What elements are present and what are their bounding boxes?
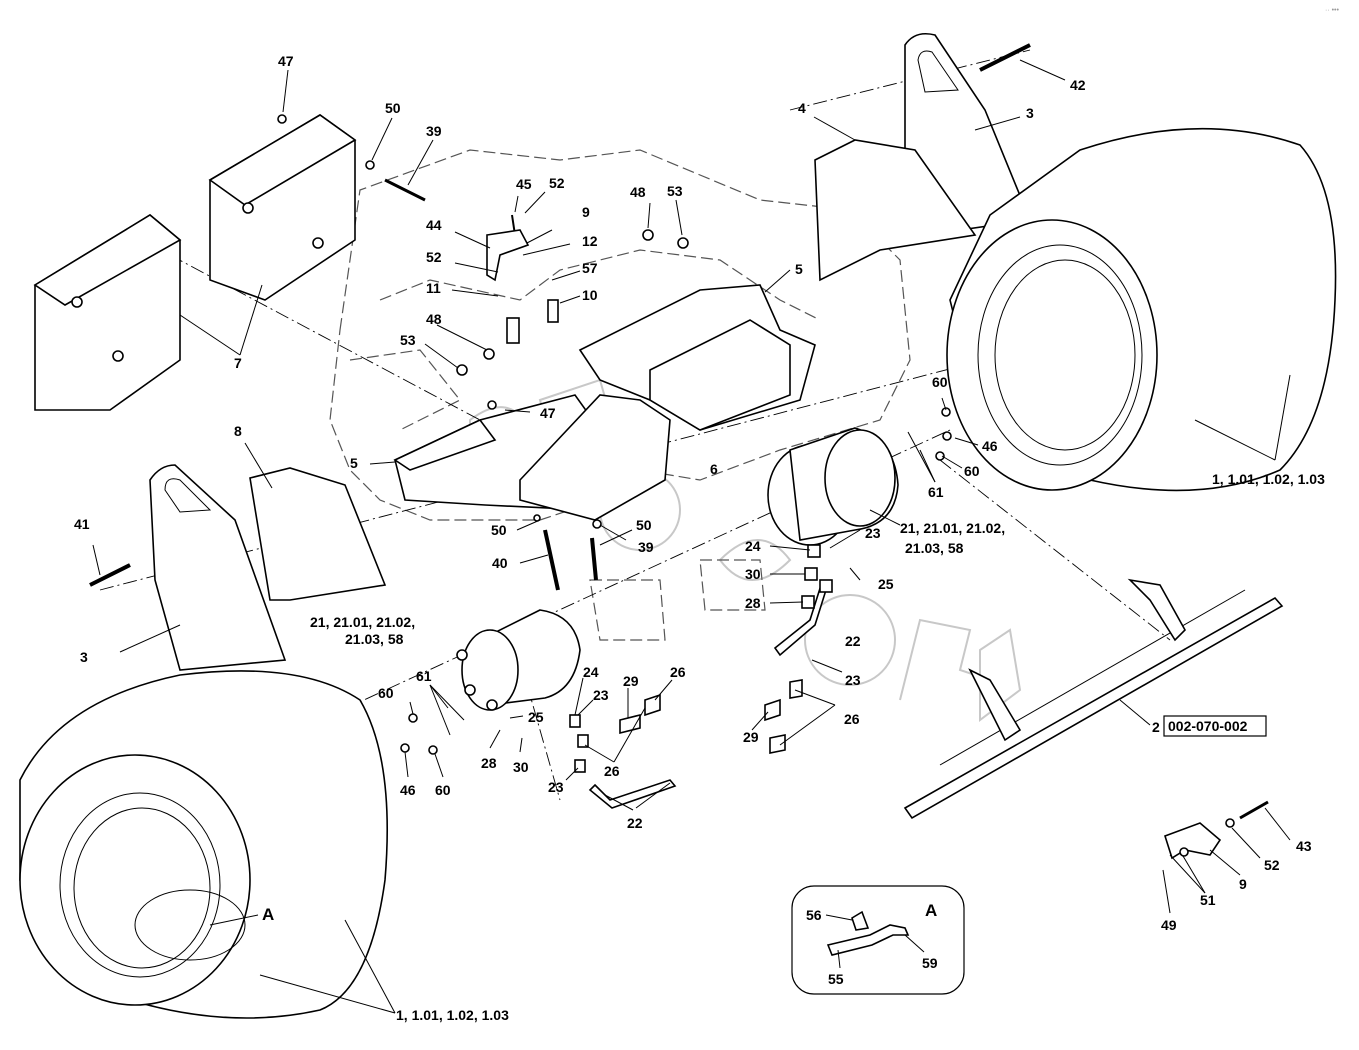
callout-21-left-l2: 21.03, 58: [345, 631, 404, 647]
callout-29-b: 29: [743, 729, 759, 745]
callout-57: 57: [582, 260, 598, 276]
callout-6: 6: [710, 461, 718, 477]
callout-8: 8: [234, 423, 242, 439]
callout-23-b: 23: [845, 672, 861, 688]
callout-55: 55: [828, 971, 844, 987]
callout-7: 7: [234, 355, 242, 371]
hydraulic-motor-left: [456, 609, 581, 711]
callout-59: 59: [922, 955, 938, 971]
reference-box: [1163, 715, 1267, 737]
callout-47-top: 47: [278, 53, 294, 69]
detail-a-title: A: [925, 901, 937, 920]
callout-45: 45: [516, 176, 532, 192]
callout-23-c: 23: [593, 687, 609, 703]
callout-21-right-l1: 21, 21.01, 21.02,: [900, 520, 1005, 536]
hydraulic-motor-right: [767, 427, 899, 546]
callout-53-a: 53: [667, 183, 683, 199]
callout-25-b: 25: [528, 709, 544, 725]
wheel-right: [946, 127, 1337, 492]
callout-28-b: 28: [481, 755, 497, 771]
callout-49: 49: [1161, 917, 1177, 933]
counterweight-left: [33, 214, 182, 411]
cover-6: [519, 394, 671, 521]
callout-50-b: 50: [491, 522, 507, 538]
callout-24-a: 24: [745, 538, 761, 554]
callout-28-a: 28: [745, 595, 761, 611]
callout-3-left: 3: [80, 649, 88, 665]
callout-48-a: 48: [630, 184, 646, 200]
callout-52-c: 52: [1264, 857, 1280, 873]
callout-wheels-right: 1, 1.01, 1.02, 1.03: [1212, 471, 1325, 487]
callout-2: 2: [1152, 719, 1160, 735]
callout-61-a: 61: [928, 484, 944, 500]
wheel-left: [19, 670, 389, 1019]
callout-23-d: 23: [548, 779, 564, 795]
callout-40: 40: [492, 555, 508, 571]
callout-43: 43: [1296, 838, 1312, 854]
callout-60-a: 60: [932, 374, 948, 390]
callout-50-c: 50: [636, 517, 652, 533]
callout-5-left: 5: [350, 455, 358, 471]
callout-26-a: 26: [670, 664, 686, 680]
callout-51: 51: [1200, 892, 1216, 908]
callout-29-a: 29: [623, 673, 639, 689]
callout-9-b: 9: [1239, 876, 1247, 892]
callout-wheels-left: 1, 1.01, 1.02, 1.03: [396, 1007, 509, 1023]
callout-60-b: 60: [964, 463, 980, 479]
leader-lines: [92, 59, 1291, 1014]
callout-61-b: 61: [416, 668, 432, 684]
callout-30-a: 30: [745, 566, 761, 582]
callout-53-b: 53: [400, 332, 416, 348]
callout-5-right: 5: [795, 261, 803, 277]
callout-52-b: 52: [426, 249, 442, 265]
side-plate-left: [149, 464, 287, 671]
cover-5-right: [578, 284, 816, 431]
counterweight-right: [208, 114, 357, 301]
callout-11: 11: [426, 280, 441, 296]
detail-a-inset: [791, 885, 965, 995]
callout-12: 12: [582, 233, 598, 249]
callout-21-right-l2: 21.03, 58: [905, 540, 964, 556]
callout-4: 4: [798, 100, 806, 116]
callout-46-a: 46: [982, 438, 998, 454]
machine-frame: [329, 149, 911, 641]
callout-10: 10: [582, 287, 598, 303]
callout-labels: 47 50 39 45 52 9 44 12 52 57 11 10 48 53…: [74, 53, 1325, 1023]
callout-26-c: 26: [844, 711, 860, 727]
callout-47-mid: 47: [540, 405, 556, 421]
callout-30-b: 30: [513, 759, 529, 775]
callout-42: 42: [1070, 77, 1086, 93]
callout-a-marker: A: [262, 905, 274, 924]
callout-39-b: 39: [638, 539, 654, 555]
callout-3-right: 3: [1026, 105, 1034, 121]
callout-44: 44: [426, 217, 442, 233]
callout-25-a: 25: [878, 576, 894, 592]
callout-22-b: 22: [627, 815, 643, 831]
callout-50-top: 50: [385, 100, 401, 116]
hoses: [400, 407, 952, 809]
callout-24-b: 24: [583, 664, 599, 680]
callout-23-a: 23: [865, 525, 881, 541]
callout-56: 56: [806, 907, 822, 923]
spray-bar: [903, 578, 1284, 820]
callout-9-a: 9: [582, 204, 590, 220]
callout-41: 41: [74, 516, 90, 532]
callout-46-b: 46: [400, 782, 416, 798]
fender-8: [249, 467, 387, 601]
callout-60-c: 60: [378, 685, 394, 701]
callout-48-b: 48: [426, 311, 442, 327]
ref-box-label: 002-070-002: [1168, 718, 1248, 734]
callout-26-b: 26: [604, 763, 620, 779]
callout-21-left-l1: 21, 21.01, 21.02,: [310, 614, 415, 630]
hardware: [89, 43, 1269, 820]
bracket-9: [1164, 818, 1235, 860]
callout-60-d: 60: [435, 782, 451, 798]
callout-52-a: 52: [549, 175, 565, 191]
corner-mark: ·· •••: [1325, 7, 1340, 14]
callout-39-top: 39: [426, 123, 442, 139]
callout-22-a: 22: [845, 633, 861, 649]
